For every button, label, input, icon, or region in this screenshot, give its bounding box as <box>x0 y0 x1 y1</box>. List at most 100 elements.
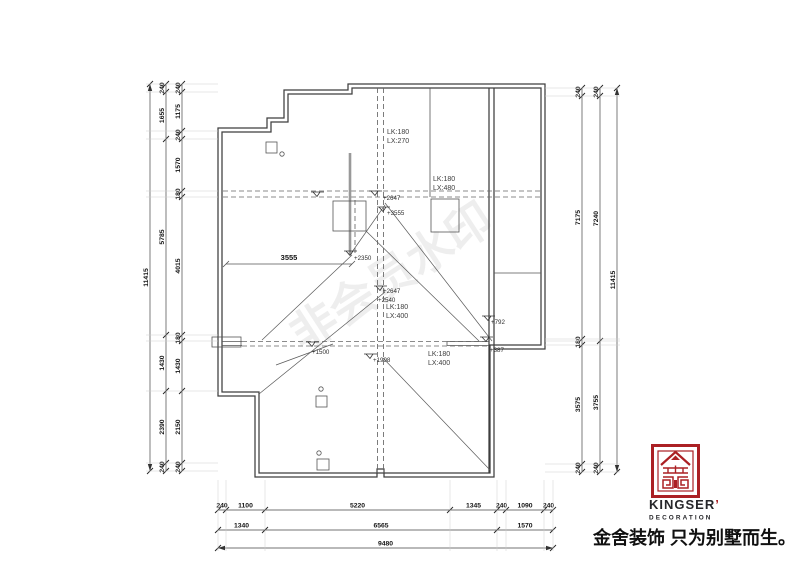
dim-label: 4015 <box>175 258 182 273</box>
wall-chunk-left <box>222 341 242 346</box>
dim-label: 240 <box>159 461 166 473</box>
level-flag-icon <box>311 191 324 198</box>
dim-arrow-icon <box>218 545 225 551</box>
dim-label: 240 <box>575 462 582 474</box>
dim-label: 240 <box>593 462 600 474</box>
level-flag-icon <box>306 341 319 348</box>
dim-label: 240 <box>175 82 182 94</box>
beam-label: LX:270 <box>387 138 409 145</box>
wing-interior-wall <box>488 88 495 473</box>
dim-label: 180 <box>575 336 582 348</box>
valley-line <box>351 204 386 253</box>
logo-spiral-left-icon <box>662 476 674 489</box>
interior-symbols <box>265 141 495 471</box>
logo-center-bar-icon <box>674 480 677 488</box>
logo-bar-ticks-icon <box>667 465 684 473</box>
pipe-symbol <box>316 450 322 456</box>
elevation-label: +1500 <box>312 349 330 356</box>
logo-subtitle-text: DECORATION <box>649 515 712 522</box>
dim-label: 1430 <box>159 355 166 370</box>
beam-annotations: LK:180 LX:270 LK:180 LX:480 LK:180 LX:40… <box>386 129 455 367</box>
beam-lower <box>242 341 489 347</box>
beam-label: LX:480 <box>433 185 455 192</box>
level-flag-icon <box>374 285 387 292</box>
logo-border <box>651 444 700 498</box>
wall-outline-inner <box>221 87 542 474</box>
dim-label: 240 <box>575 86 582 98</box>
kingser-logo: KINGSER’ DECORATION <box>649 444 720 522</box>
dim-label: 240 <box>175 129 182 141</box>
level-flag-icon <box>364 353 377 360</box>
roof-diagonals <box>258 202 493 471</box>
dim-arrow-icon <box>147 84 153 91</box>
valley-line <box>261 254 353 341</box>
valley-line <box>275 343 334 366</box>
span-dim-label: 3555 <box>281 253 298 262</box>
dim-label: 1175 <box>175 104 182 119</box>
elevation-label: +2350 <box>354 255 372 262</box>
dim-label: 180 <box>175 332 182 344</box>
dim-label: 240 <box>159 82 166 94</box>
span-dimension: 3555 <box>222 253 356 268</box>
valley-line <box>258 291 386 395</box>
dim-label: 1090 <box>517 503 532 510</box>
logo-roof-peak-icon <box>671 455 680 460</box>
dim-label: 3755 <box>593 395 600 410</box>
duct-box-right <box>430 198 460 233</box>
elevation-marks: +2647 +3555 +2350 +2647 +2540 +1500 +199… <box>312 195 505 364</box>
level-flag-icon <box>480 336 493 343</box>
dim-label: 2390 <box>159 419 166 434</box>
beam-upper <box>223 190 541 198</box>
wall-chunk-right <box>446 341 489 346</box>
dim-label: 1430 <box>175 358 182 373</box>
logo-brand: KINGSER <box>649 497 715 512</box>
duct-box-left <box>332 200 367 232</box>
dim-arrow-icon <box>147 464 153 471</box>
dim-label: 240 <box>175 461 182 473</box>
elevation-label: +2647 <box>383 288 401 295</box>
elevation-label: +2540 <box>378 297 396 304</box>
logo-roof-icon <box>660 450 691 466</box>
beam-label: LK:180 <box>386 304 408 311</box>
dim-arrow-icon <box>614 88 620 95</box>
dim-label: 6565 <box>373 523 388 530</box>
dim-label: 9480 <box>378 541 393 548</box>
pipe-symbol <box>279 151 285 157</box>
elevation-label: +792 <box>491 319 505 326</box>
dim-label: 7175 <box>575 210 582 225</box>
flue-symbol <box>265 141 278 154</box>
pipe-symbol <box>318 386 324 392</box>
valley-line <box>384 202 493 342</box>
exterior-walls <box>211 83 546 478</box>
logo-brand-text: KINGSER’ <box>649 497 720 512</box>
dim-label: 1655 <box>159 108 166 123</box>
dim-arrow-icon <box>546 545 553 551</box>
dim-arrow-icon <box>614 465 620 472</box>
dim-label: 5785 <box>159 229 166 244</box>
dim-label: 1340 <box>234 523 249 530</box>
level-flag-icon <box>482 315 495 322</box>
level-flag-icon <box>344 250 357 257</box>
beam-label: LK:180 <box>433 176 455 183</box>
flue-symbol <box>315 395 328 408</box>
dimension-chains: 2401175240157018040151801430215024024016… <box>143 80 621 552</box>
dim-label: 3575 <box>575 397 582 412</box>
watermark-text: 非会员水印 <box>281 192 502 361</box>
dim-label: 1570 <box>175 157 182 172</box>
elevation-label: +3555 <box>387 210 405 217</box>
flue-symbol <box>316 458 330 471</box>
level-flag-icon <box>369 190 382 197</box>
valley-line <box>365 230 480 342</box>
dim-label: 1100 <box>238 503 253 510</box>
beam-label: LK:180 <box>387 129 409 136</box>
elevation-label: +2647 <box>383 195 401 202</box>
dim-label: 240 <box>496 503 508 510</box>
dim-label: 11415 <box>143 268 150 287</box>
dim-label: 240 <box>543 503 555 510</box>
dim-label: 7240 <box>593 211 600 226</box>
dim-label: 180 <box>175 188 182 200</box>
level-flag-icon <box>377 206 390 213</box>
logo-apostrophe: ’ <box>715 497 720 512</box>
beam-lines <box>223 88 541 469</box>
